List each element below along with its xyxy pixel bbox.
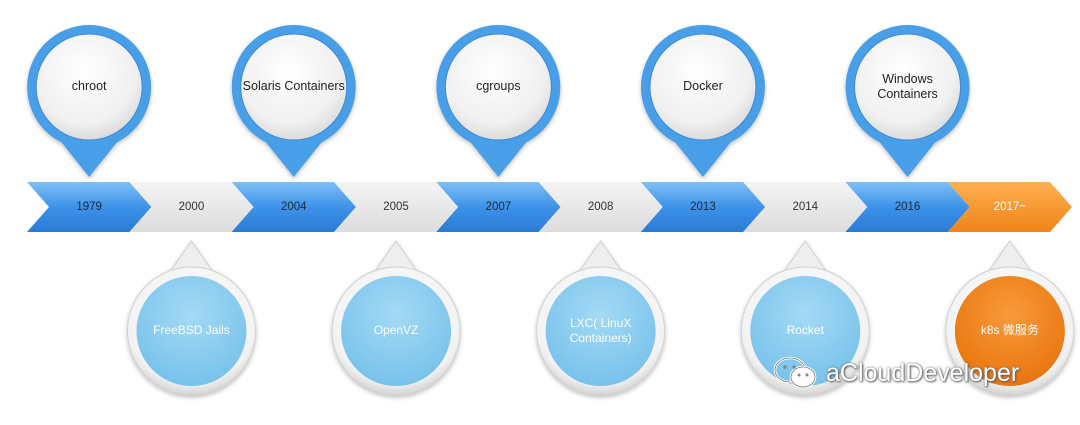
year-label: 1979 [76, 201, 102, 213]
year-label: 2007 [485, 201, 512, 213]
timeline-segment-2014 [743, 182, 868, 232]
bubble-label: LXC( LinuX Containers) [569, 316, 632, 345]
timeline-segment-2008 [538, 182, 663, 232]
bubble-label: Rocket [786, 323, 824, 337]
pin-label: Solaris Containers [242, 79, 345, 93]
timeline-segment-2007 [436, 182, 561, 232]
top-pin-marker [640, 25, 765, 177]
timeline-segment-2000 [129, 182, 254, 232]
timeline-segment-2004 [231, 182, 356, 232]
bottom-bubble-marker [740, 240, 870, 396]
watermark: aCloudDeveloper [772, 356, 1019, 390]
watermark-text: aCloudDeveloper [826, 358, 1020, 387]
year-label: 2008 [587, 201, 614, 213]
bottom-bubble-marker [126, 240, 256, 396]
bottom-bubble-marker [945, 240, 1075, 396]
year-label: 2013 [690, 201, 716, 213]
year-label: 2016 [894, 201, 921, 213]
bottom-bubble-marker [536, 240, 666, 396]
year-label: 2014 [792, 201, 819, 213]
year-label: 2004 [280, 201, 307, 213]
timeline-segment-2017 [947, 182, 1072, 232]
bubble-label: OpenVZ [373, 323, 419, 337]
top-pin-marker [27, 25, 152, 177]
top-pin-marker [231, 25, 356, 177]
bubble-label: FreeBSD Jails [153, 323, 230, 337]
timeline-segment-2005 [333, 182, 459, 232]
pin-label: Docker [683, 79, 723, 93]
timeline-segment-2013 [640, 182, 766, 232]
pin-label: cgroups [476, 79, 521, 93]
pin-label: chroot [71, 79, 107, 93]
year-label: 2017~ [993, 201, 1026, 213]
year-label: 2000 [178, 201, 205, 213]
bubble-label: k8s 微服务 [980, 323, 1039, 337]
wechat-icon [773, 356, 817, 389]
year-label: 2005 [383, 201, 409, 213]
bottom-bubble-marker [331, 240, 461, 396]
pin-label: Windows Containers [877, 72, 938, 101]
timeline-segment-1979 [27, 182, 152, 232]
top-pin-marker [845, 25, 970, 177]
top-pin-marker [436, 25, 561, 177]
timeline-segment-2016 [845, 182, 970, 232]
